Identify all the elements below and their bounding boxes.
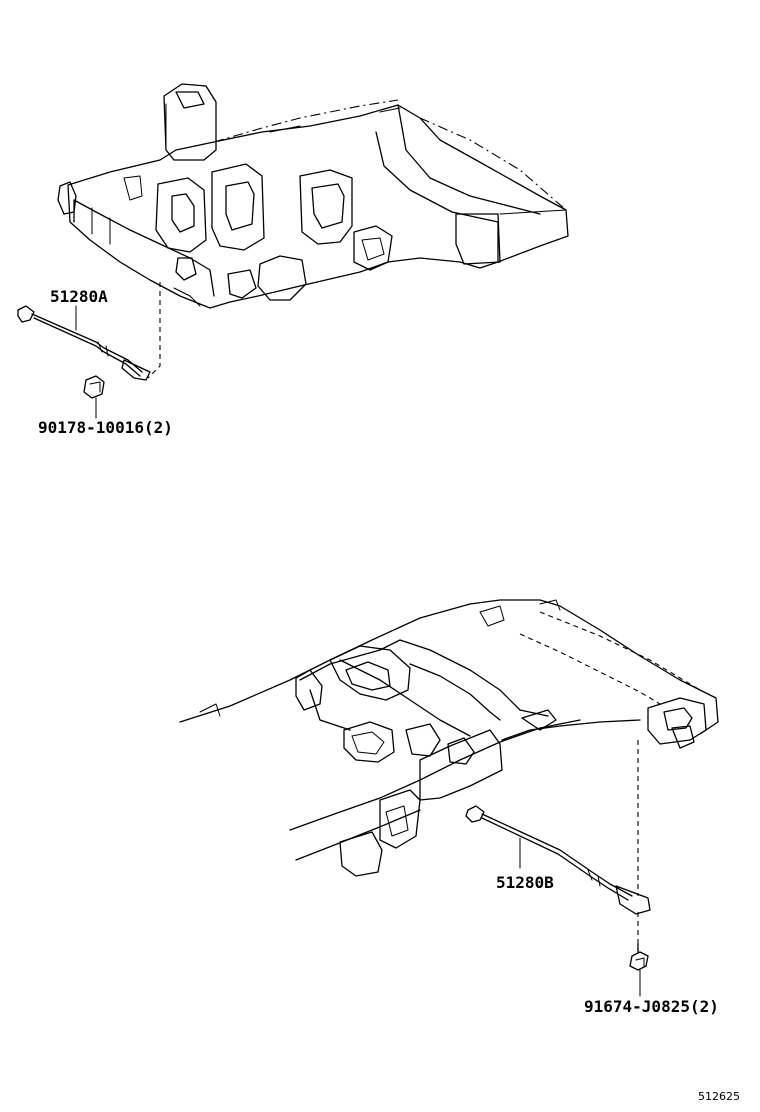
cable-51280a-illustration <box>17 305 151 381</box>
front-frame-illustration <box>57 83 569 309</box>
cable-51280b-illustration <box>465 805 651 915</box>
figure-id: 512625 <box>698 1090 740 1103</box>
label-51280b: 51280B <box>496 873 554 892</box>
rear-frame-illustration <box>179 599 719 877</box>
label-91674: 91674-J0825(2) <box>584 997 719 1016</box>
label-90178: 90178-10016(2) <box>38 418 173 437</box>
bolt-90178-illustration <box>83 375 105 399</box>
bolt-91674-illustration <box>629 943 649 971</box>
label-51280a: 51280A <box>50 287 108 306</box>
install-line-a <box>147 282 161 379</box>
